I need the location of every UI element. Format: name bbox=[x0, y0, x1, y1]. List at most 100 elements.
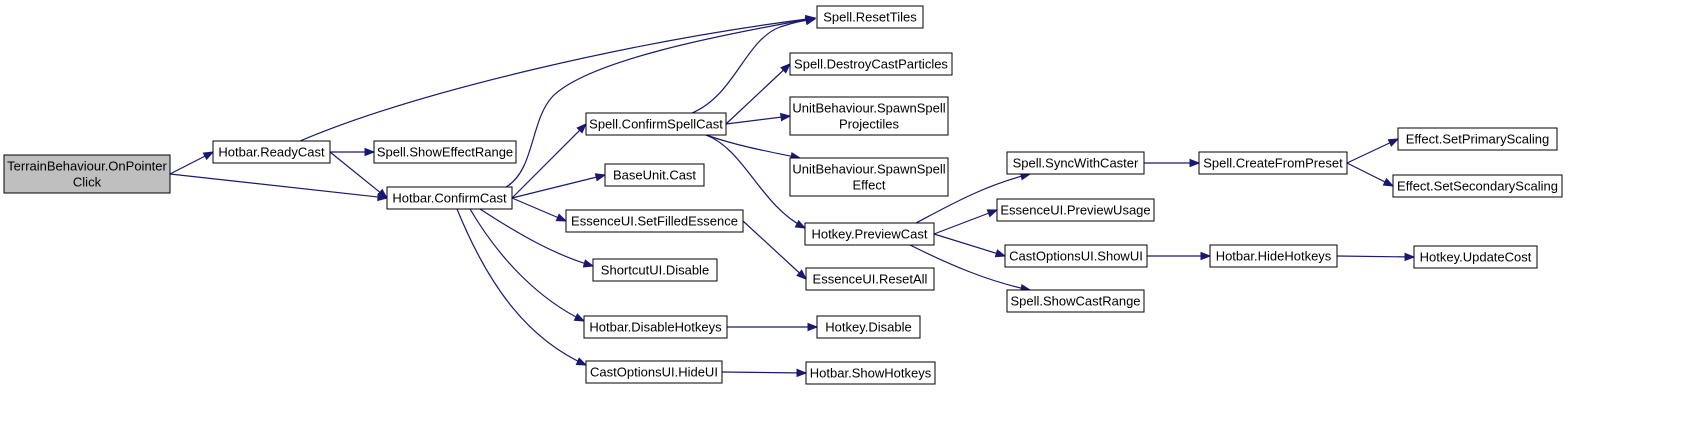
node-essence-ui-reset-all[interactable]: EssenceUI.ResetAll bbox=[805, 267, 935, 291]
edge-n14-n15 bbox=[727, 322, 819, 332]
node-box bbox=[996, 198, 1155, 222]
node-hotbar-hide-hotkeys[interactable]: Hotbar.HideHotkeys bbox=[1209, 244, 1338, 268]
node-label: Projectiles bbox=[839, 117, 899, 132]
node-box bbox=[585, 360, 723, 384]
node-base-unit-cast[interactable]: BaseUnit.Cast bbox=[604, 163, 705, 187]
node-box bbox=[816, 315, 921, 339]
node-box bbox=[1006, 289, 1145, 313]
node-hotbar-show-hotkeys[interactable]: Hotbar.ShowHotkeys bbox=[805, 361, 936, 385]
edge-line bbox=[725, 115, 791, 125]
edge-n18-n22 bbox=[1144, 158, 1201, 168]
node-spell-destroy-cast-particles[interactable]: Spell.DestroyCastParticles bbox=[789, 52, 953, 76]
edge-arrowhead bbox=[202, 151, 215, 161]
edge-line bbox=[479, 208, 594, 267]
edge-n22-n25 bbox=[1346, 162, 1395, 187]
node-box bbox=[789, 96, 949, 136]
node-essence-ui-set-filled-essence[interactable]: EssenceUI.SetFilledEssence bbox=[565, 209, 744, 233]
node-effect-set-secondary-scaling[interactable]: Effect.SetSecondaryScaling bbox=[1392, 174, 1563, 198]
node-essence-ui-preview-usage[interactable]: EssenceUI.PreviewUsage bbox=[996, 198, 1155, 222]
edge-arrowhead bbox=[1404, 252, 1416, 262]
node-cast-options-ui-show-ui[interactable]: CastOptionsUI.ShowUI bbox=[1004, 244, 1148, 268]
node-label: Spell.CreateFromPreset bbox=[1203, 156, 1343, 171]
node-spell-sync-with-caster[interactable]: Spell.SyncWithCaster bbox=[1006, 151, 1145, 175]
node-box bbox=[373, 140, 517, 164]
edge-arrowhead bbox=[804, 16, 817, 26]
node-box bbox=[1209, 244, 1338, 268]
edge-n4-n5 bbox=[511, 123, 587, 199]
edge-line bbox=[742, 220, 807, 280]
node-label: UnitBehaviour.SpawnSpell bbox=[792, 162, 945, 177]
edge-n5-n9 bbox=[705, 134, 807, 229]
edge-line bbox=[691, 18, 816, 114]
edge-arrowhead bbox=[364, 147, 376, 157]
node-box bbox=[1392, 174, 1563, 198]
node-label: Hotbar.ShowHotkeys bbox=[810, 366, 932, 381]
node-label: BaseUnit.Cast bbox=[613, 168, 696, 183]
edge-arrowhead bbox=[576, 123, 587, 134]
node-box bbox=[789, 52, 953, 76]
node-spell-confirm-spell-cast[interactable]: Spell.ConfirmSpellCast bbox=[585, 112, 727, 136]
node-label: Hotbar.DisableHotkeys bbox=[589, 320, 722, 335]
edge-arrowhead bbox=[594, 173, 607, 182]
edge-line bbox=[169, 173, 388, 199]
node-label: Effect.SetSecondaryScaling bbox=[1397, 179, 1558, 194]
edge-n5-n6 bbox=[725, 63, 792, 125]
node-box bbox=[583, 315, 728, 339]
node-shortcut-ui-disable[interactable]: ShortcutUI.Disable bbox=[592, 258, 718, 282]
node-label: Hotkey.Disable bbox=[825, 320, 911, 335]
node-hotkey-disable[interactable]: Hotkey.Disable bbox=[816, 315, 921, 339]
node-label: Hotkey.PreviewCast bbox=[811, 227, 927, 242]
edge-line bbox=[933, 233, 1006, 257]
edge-arrowhead bbox=[575, 357, 588, 366]
node-box bbox=[805, 361, 936, 385]
node-box bbox=[604, 163, 705, 187]
edge-n4-n14 bbox=[469, 208, 586, 322]
edge-n5-n2 bbox=[691, 16, 817, 114]
edge-line bbox=[705, 134, 806, 229]
edge-line bbox=[299, 17, 816, 142]
edge-line bbox=[1336, 255, 1415, 258]
node-hotkey-update-cost[interactable]: Hotkey.UpdateCost bbox=[1413, 245, 1538, 269]
node-hotbar-confirm-cast[interactable]: Hotbar.ConfirmCast bbox=[386, 186, 513, 210]
edge-line bbox=[329, 151, 388, 199]
edge-n23-n26 bbox=[1336, 252, 1416, 262]
node-hotbar-disable-hotkeys[interactable]: Hotbar.DisableHotkeys bbox=[583, 315, 728, 339]
node-label: TerrainBehaviour.OnPointer bbox=[7, 159, 167, 174]
node-spell-create-from-preset[interactable]: Spell.CreateFromPreset bbox=[1198, 151, 1348, 175]
edge-n1-n3 bbox=[330, 147, 376, 157]
node-spell-show-cast-range[interactable]: Spell.ShowCastRange bbox=[1006, 289, 1145, 313]
node-spell-show-effect-range[interactable]: Spell.ShowEffectRange bbox=[373, 140, 517, 164]
node-label: Spell.ConfirmSpellCast bbox=[589, 117, 723, 132]
node-label: Spell.ShowCastRange bbox=[1010, 294, 1140, 309]
edge-arrowhead bbox=[994, 249, 1007, 258]
node-label: Effect.SetPrimaryScaling bbox=[1406, 132, 1550, 147]
node-label: Hotkey.UpdateCost bbox=[1420, 250, 1532, 265]
node-label: CastOptionsUI.ShowUI bbox=[1009, 249, 1143, 264]
edge-arrowhead bbox=[555, 213, 568, 222]
node-label: UnitBehaviour.SpawnSpell bbox=[792, 101, 945, 116]
edge-arrowhead bbox=[807, 322, 819, 332]
edge-line bbox=[456, 208, 587, 366]
node-box bbox=[585, 112, 727, 136]
edge-n4-n16 bbox=[456, 208, 588, 366]
edge-arrowhead bbox=[582, 259, 595, 268]
edge-arrowhead bbox=[376, 188, 389, 199]
node-box bbox=[386, 186, 513, 210]
node-label: EssenceUI.ResetAll bbox=[813, 272, 928, 287]
edge-n9-n20 bbox=[933, 233, 1007, 258]
node-effect-set-primary-scaling[interactable]: Effect.SetPrimaryScaling bbox=[1397, 127, 1558, 151]
node-box bbox=[592, 258, 718, 282]
edge-n5-n8 bbox=[705, 134, 802, 161]
node-label: Hotbar.ConfirmCast bbox=[392, 191, 507, 206]
node-label: Spell.SyncWithCaster bbox=[1013, 156, 1139, 171]
node-spell-reset-tiles[interactable]: Spell.ResetTiles bbox=[816, 5, 924, 29]
node-hotkey-preview-cast[interactable]: Hotkey.PreviewCast bbox=[804, 222, 935, 246]
node-cast-options-ui-hide-ui[interactable]: CastOptionsUI.HideUI bbox=[585, 360, 723, 384]
node-hotbar-ready-cast[interactable]: Hotbar.ReadyCast bbox=[212, 140, 331, 164]
edge-arrowhead bbox=[1387, 138, 1400, 147]
edge-n20-n23 bbox=[1147, 251, 1212, 261]
